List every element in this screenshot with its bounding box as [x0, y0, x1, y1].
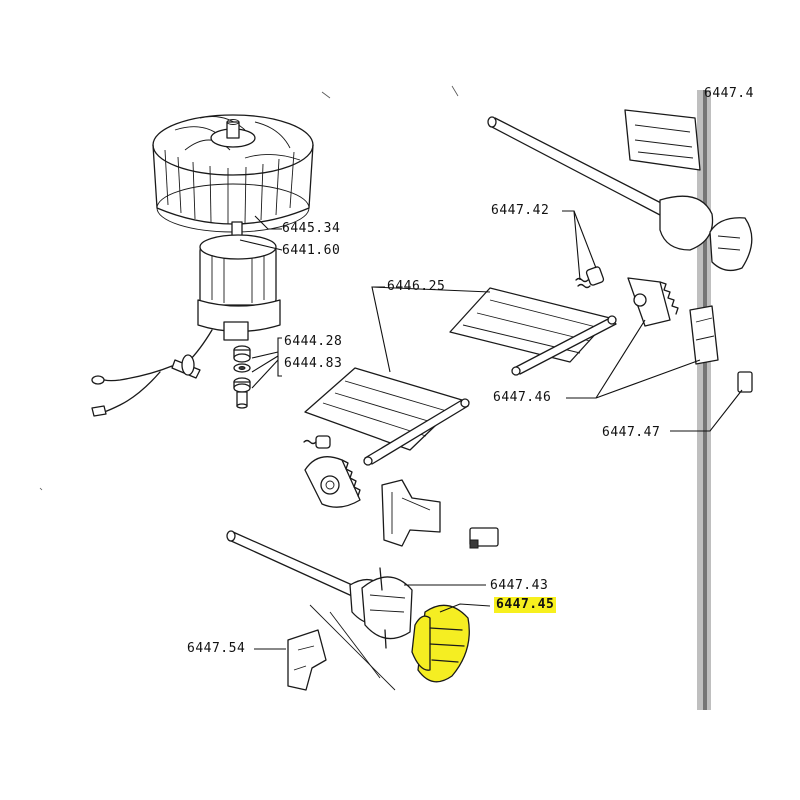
- label-6447-47: 6447.47: [602, 425, 661, 440]
- label-6445-34: 6445.34: [282, 221, 341, 236]
- right-side-bracket: [689, 305, 753, 393]
- gear-segment-right: [627, 277, 679, 327]
- mounting-grommets: [233, 345, 251, 409]
- label-top-right: 6447.4: [704, 86, 754, 101]
- clip-bracket: [381, 479, 499, 549]
- label-6447-42: 6447.42: [491, 203, 550, 218]
- blower-motor: [91, 221, 281, 417]
- label-6444-28: 6444.28: [284, 334, 343, 349]
- leader-6441-60: [239, 239, 283, 251]
- callout-bracket-6444: [251, 337, 282, 389]
- leader-6447-45: [439, 603, 491, 613]
- fan-wheel: [152, 114, 314, 233]
- upper-rod-assembly: [487, 109, 753, 272]
- label-6446-25: 6446.25: [387, 279, 446, 294]
- leader-6447-47: [670, 389, 743, 432]
- label-6447-46: 6447.46: [493, 390, 552, 405]
- leader-6447-42-b: [573, 210, 597, 269]
- leader-6445-34: [254, 215, 282, 230]
- label-6447-43: 6447.43: [490, 578, 549, 593]
- flap-panel-rear: [449, 287, 617, 376]
- lower-rod-assembly: [226, 530, 413, 649]
- label-6441-60: 6441.60: [282, 243, 341, 258]
- gear-segment-left: [304, 456, 361, 508]
- scan-fold-shadow: [697, 90, 711, 710]
- leader-6447-46: [566, 319, 701, 399]
- bracket-6447-54: [287, 629, 327, 691]
- leader-6446-25-b: [371, 286, 491, 293]
- part-6447-45-highlighted[interactable]: [411, 604, 470, 683]
- flap-panel-front: [304, 367, 470, 466]
- label-6447-54: 6447.54: [187, 641, 246, 656]
- alignment-lines: [309, 604, 396, 691]
- springs: [303, 266, 605, 449]
- label-6447-45[interactable]: 6447.45: [494, 597, 557, 613]
- label-6444-83: 6444.83: [284, 356, 343, 371]
- leader-6446-25-a: [371, 286, 391, 373]
- leader-6447-42-a: [562, 210, 581, 281]
- scan-marks: [39, 85, 459, 491]
